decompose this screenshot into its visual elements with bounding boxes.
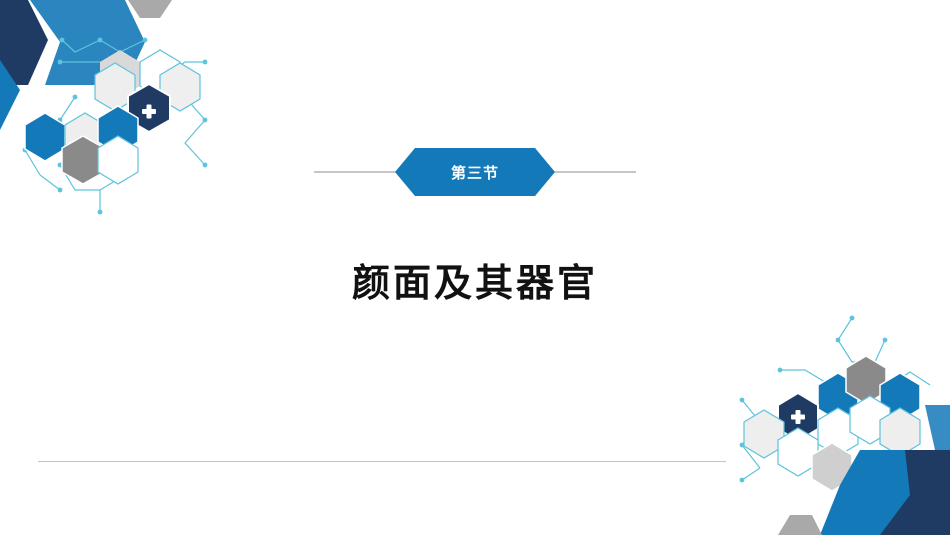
section-label: 第三节 xyxy=(450,163,499,182)
section-banner xyxy=(314,148,636,196)
medical-cross-icon xyxy=(791,410,805,424)
medical-cross-icon xyxy=(142,104,156,119)
hexagon-decoration-top-left xyxy=(0,0,208,215)
page-title: 颜面及其器官 xyxy=(351,261,598,305)
bottom-divider xyxy=(38,461,726,462)
hexagon-decoration-bottom-right xyxy=(739,315,950,535)
